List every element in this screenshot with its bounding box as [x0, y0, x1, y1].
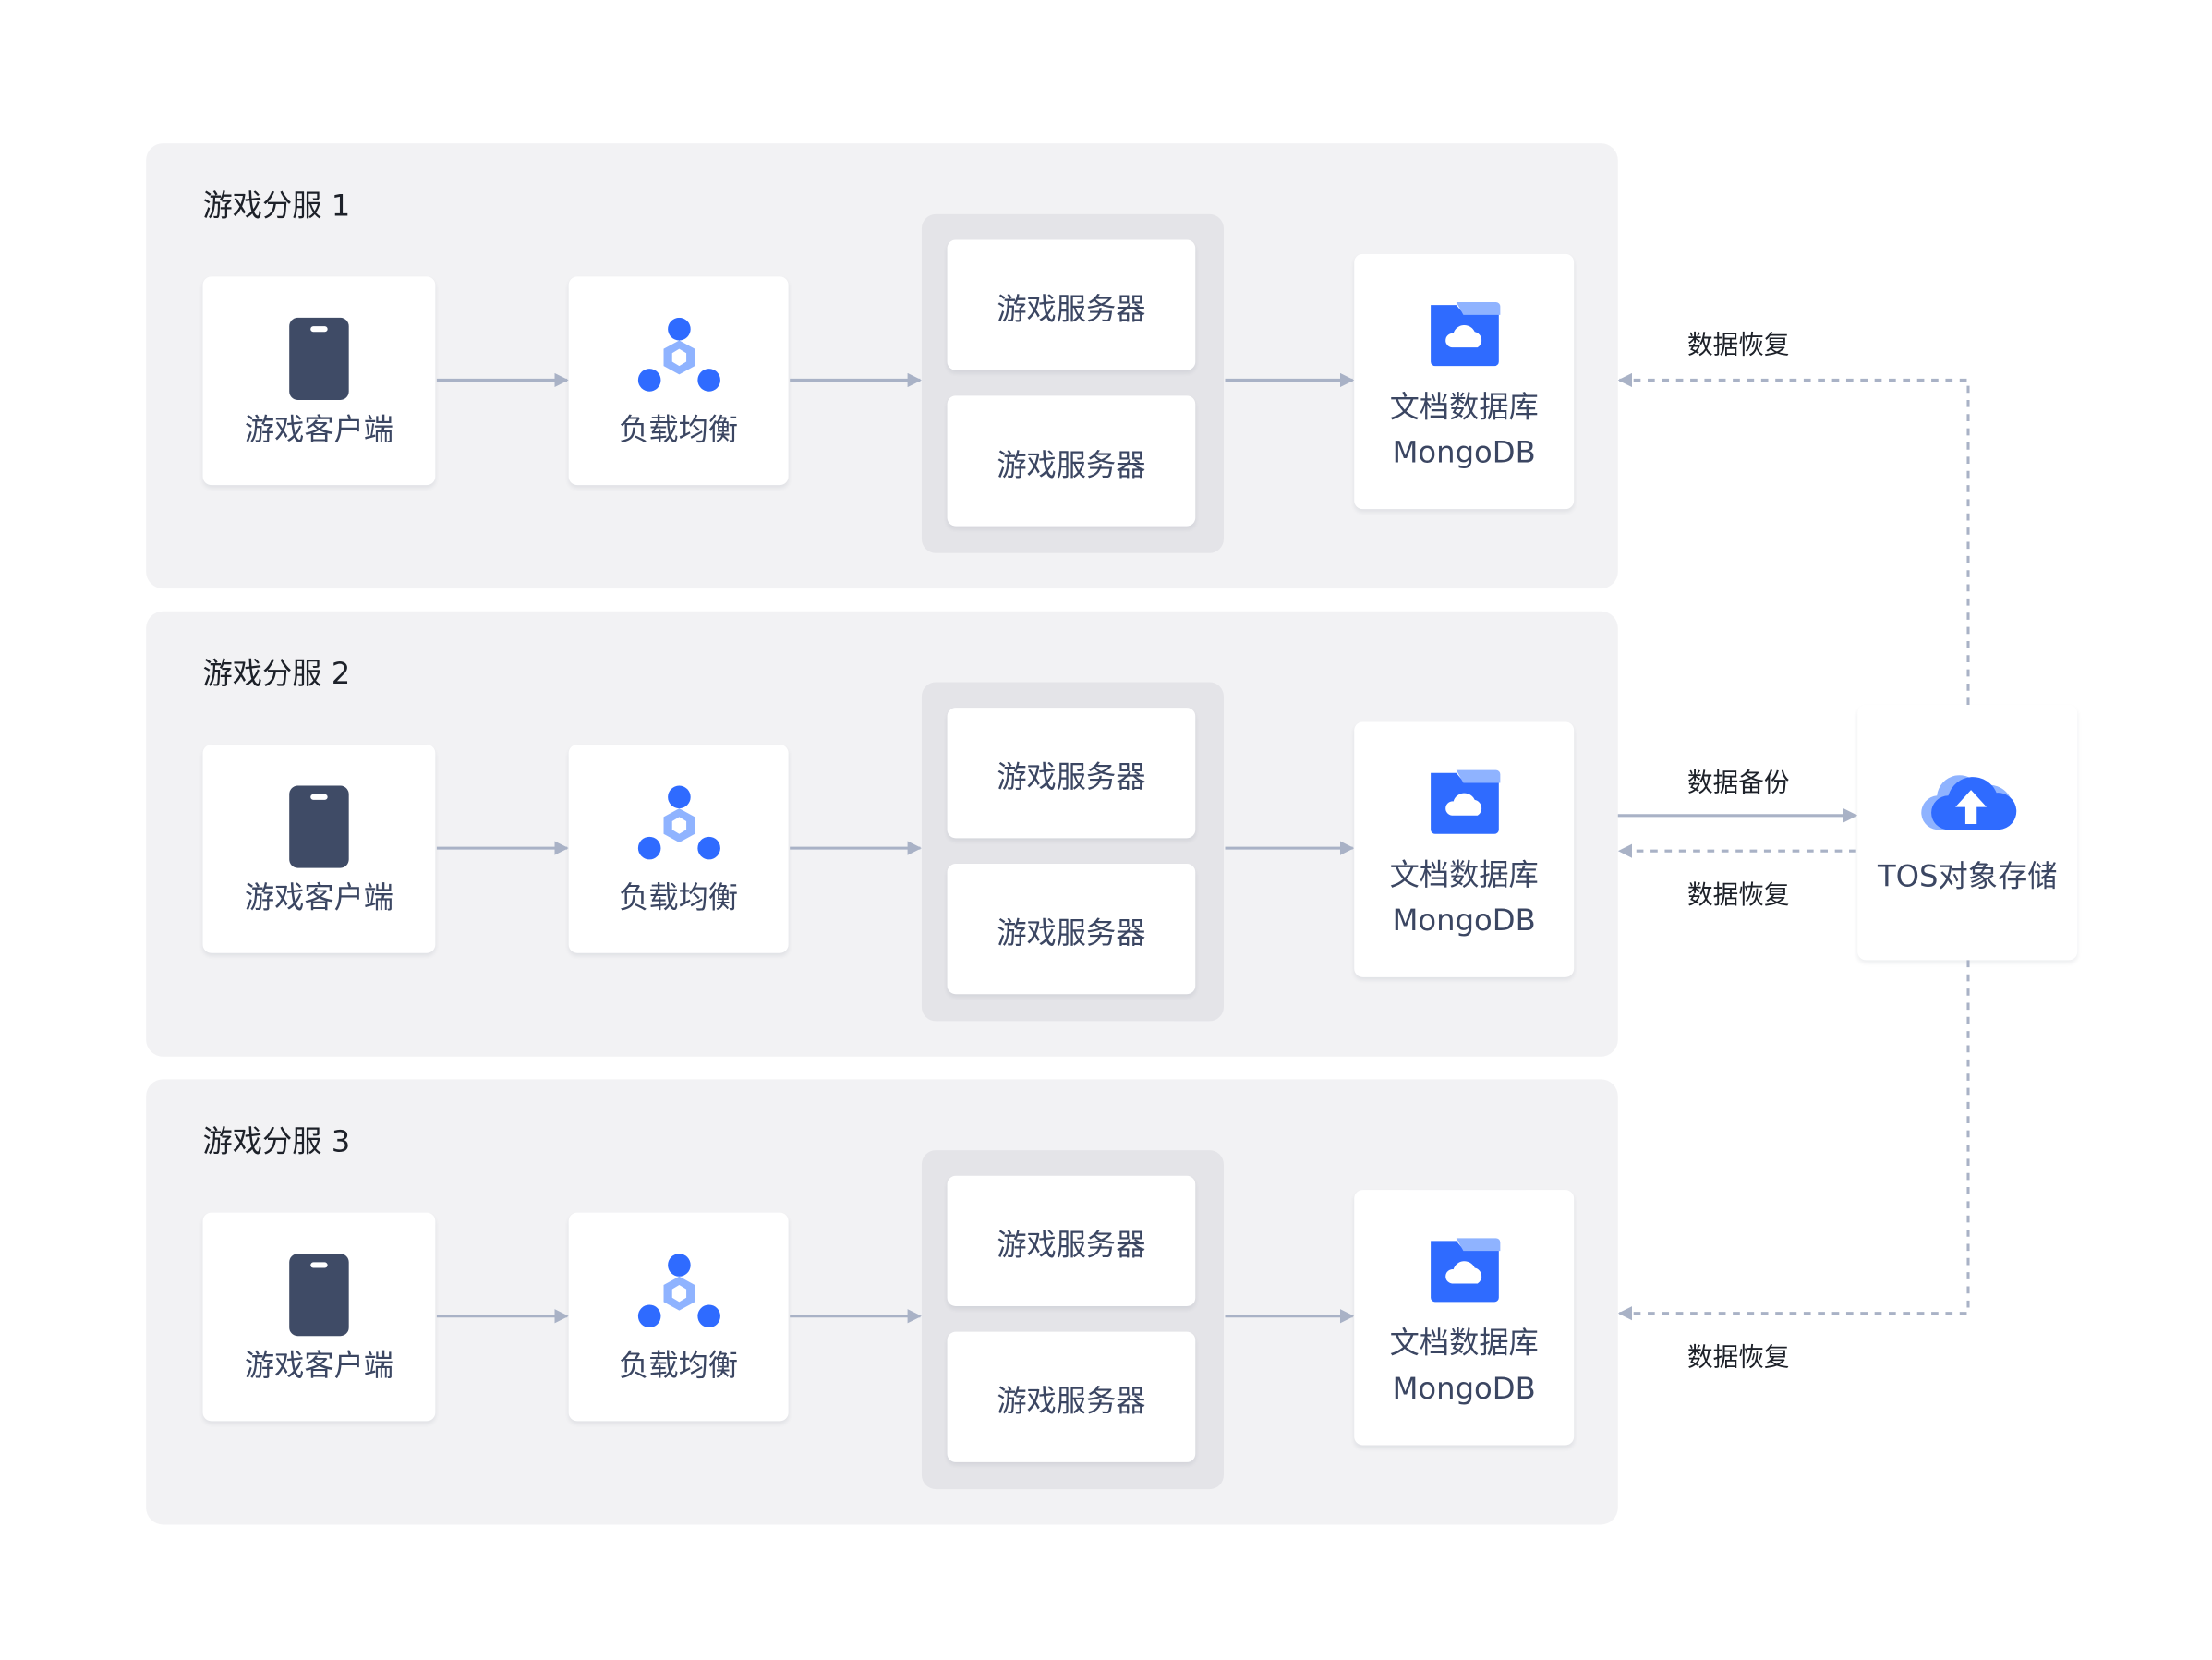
server-group-1: 游戏分服 1 游戏客户端 负载均衡 游戏服务器 游戏服务器: [146, 143, 1618, 589]
load-balancer-label: 负载均衡: [619, 880, 739, 915]
restore-label-bottom: 数据恢复: [1687, 1342, 1790, 1374]
game-server-label: 游戏服务器: [997, 759, 1146, 794]
restore-label-top: 数据恢复: [1687, 330, 1790, 360]
game-server-card: 游戏服务器: [947, 239, 1196, 370]
arrow-restore-top: [1617, 372, 1970, 706]
load-balancer-icon: [637, 785, 720, 860]
tos-object-storage-card: TOS对象存储: [1857, 705, 2078, 961]
load-balancer-label: 负载均衡: [619, 1349, 739, 1383]
game-client-label: 游戏客户端: [244, 1349, 394, 1383]
game-server-card: 游戏服务器: [947, 863, 1196, 995]
load-balancer-label: 负载均衡: [619, 412, 739, 447]
load-balancer-card: 负载均衡: [568, 276, 789, 486]
game-client-card: 游戏客户端: [202, 276, 436, 486]
db-label-line1: 文档数据库: [1389, 390, 1539, 425]
cloud-folder-icon: [1431, 769, 1501, 834]
db-label-line1: 文档数据库: [1389, 1326, 1539, 1361]
game-server-label: 游戏服务器: [997, 1384, 1146, 1419]
game-server-label: 游戏服务器: [997, 1228, 1146, 1263]
load-balancer-card: 负载均衡: [568, 745, 789, 953]
group-title: 游戏分服 3: [202, 1124, 351, 1159]
game-server-cluster: 游戏服务器 游戏服务器: [921, 1150, 1224, 1490]
load-balancer-icon: [637, 317, 720, 392]
load-balancer-card: 负载均衡: [568, 1212, 789, 1422]
game-client-label: 游戏客户端: [244, 412, 394, 447]
game-server-label: 游戏服务器: [997, 915, 1146, 951]
arrow-restore-bottom: [1617, 960, 1970, 1321]
mongodb-label: 文档数据库 MongoDB: [1354, 384, 1574, 475]
load-balancer-icon: [637, 1254, 720, 1328]
mongodb-label: 文档数据库 MongoDB: [1354, 1320, 1574, 1411]
server-group-2: 游戏分服 2 游戏客户端 负载均衡 游戏服务器 游戏服务器: [146, 611, 1618, 1057]
game-client-card: 游戏客户端: [202, 745, 436, 953]
phone-icon: [289, 1254, 349, 1337]
db-label-line1: 文档数据库: [1389, 857, 1539, 892]
restore-label-mid: 数据恢复: [1687, 880, 1790, 911]
backup-label: 数据备份: [1687, 769, 1790, 799]
group-title: 游戏分服 2: [202, 656, 351, 691]
mongodb-card: 文档数据库 MongoDB: [1354, 721, 1575, 977]
mongodb-card: 文档数据库 MongoDB: [1354, 253, 1575, 510]
db-label-line2: MongoDB: [1392, 435, 1536, 470]
db-label-line2: MongoDB: [1392, 1371, 1536, 1406]
server-group-3: 游戏分服 3 游戏客户端 负载均衡 游戏服务器 游戏服务器: [146, 1079, 1618, 1525]
cloud-upload-icon: [1921, 775, 2017, 830]
group-title: 游戏分服 1: [202, 188, 351, 224]
tos-label: TOS对象存储: [1877, 859, 2058, 894]
mongodb-label: 文档数据库 MongoDB: [1354, 853, 1574, 943]
game-server-label: 游戏服务器: [997, 448, 1146, 483]
phone-icon: [289, 317, 349, 400]
game-server-card: 游戏服务器: [947, 1331, 1196, 1462]
game-server-label: 游戏服务器: [997, 292, 1146, 327]
game-server-card: 游戏服务器: [947, 708, 1196, 839]
db-label-line2: MongoDB: [1392, 903, 1536, 938]
game-server-card: 游戏服务器: [947, 1175, 1196, 1307]
game-server-cluster: 游戏服务器 游戏服务器: [921, 213, 1224, 553]
cloud-folder-icon: [1431, 302, 1501, 367]
game-client-label: 游戏客户端: [244, 880, 394, 915]
game-server-card: 游戏服务器: [947, 395, 1196, 527]
phone-icon: [289, 785, 349, 868]
game-server-cluster: 游戏服务器 游戏服务器: [921, 682, 1224, 1022]
mongodb-card: 文档数据库 MongoDB: [1354, 1190, 1575, 1446]
cloud-folder-icon: [1431, 1238, 1501, 1303]
game-client-card: 游戏客户端: [202, 1212, 436, 1422]
